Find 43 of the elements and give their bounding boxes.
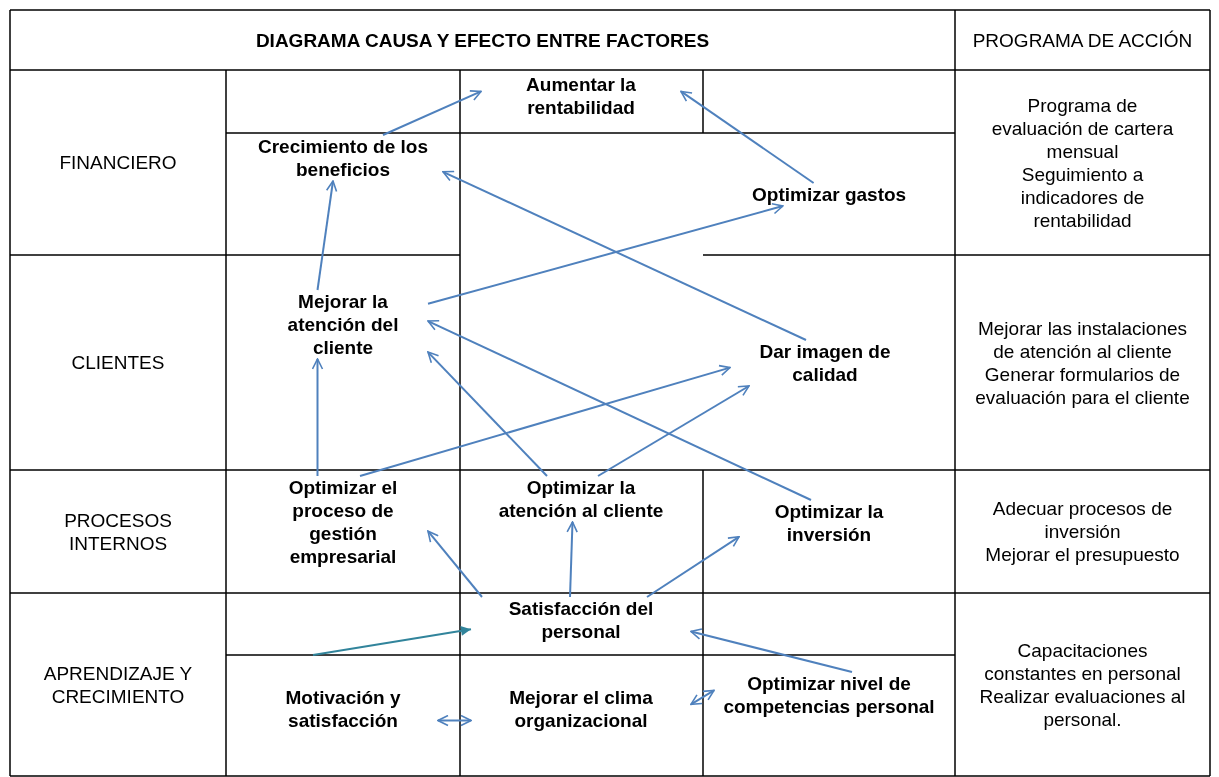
arrow: [566, 521, 578, 598]
objective-text: Optimizar la inversión: [739, 500, 919, 546]
objective-text: Dar imagen de calidad: [730, 340, 920, 386]
arrow: [312, 625, 472, 656]
arrow: [427, 351, 548, 477]
arrow: [427, 530, 483, 598]
table-text: FINANCIERO: [59, 151, 177, 174]
arrow: [680, 90, 815, 184]
arrow: [437, 714, 472, 727]
objective-text: Mejorar el clima organizacional: [471, 686, 691, 732]
arrow: [646, 535, 740, 598]
table-text: Mejorar el presupuesto: [985, 543, 1180, 566]
table-heading: DIAGRAMA CAUSA Y EFECTO ENTRE FACTORES: [255, 28, 710, 52]
arrow: [690, 628, 853, 673]
arrow: [597, 385, 750, 477]
table-text: Programa de evaluación de cartera mensual: [990, 93, 1175, 163]
objective-text: Optimizar el proceso de gestión empresarial: [258, 476, 428, 568]
table-text: Adecuar procesos de inversión: [991, 497, 1174, 543]
arrow: [359, 364, 731, 477]
arrow: [427, 319, 812, 501]
arrow: [427, 203, 784, 305]
objective-text: Motivación y satisfacción: [248, 686, 438, 732]
table-text: Generar formularios de evaluación para el cliente: [975, 362, 1190, 409]
table-text: PROCESOS INTERNOS: [63, 508, 173, 555]
objective-text: Optimizar nivel de competencias personal: [714, 672, 944, 718]
objective-text: Aumentar la rentabilidad: [481, 73, 681, 119]
table-text: Seguimiento a indicadores de rentabilidad: [1019, 162, 1146, 232]
arrow: [316, 180, 338, 291]
table-text: PROGRAMA DE ACCIÓN: [972, 28, 1193, 52]
arrow: [442, 170, 807, 341]
table-text: Mejorar las instalaciones de atención al cliente: [976, 316, 1189, 363]
table-text: APRENDIZAJE Y CRECIMIENTO: [43, 661, 193, 708]
table-text: CLIENTES: [71, 351, 165, 374]
objective-text: Satisfacción del personal: [471, 597, 691, 643]
arrow: [690, 689, 715, 706]
objective-text: Optimizar la atención al cliente: [496, 476, 666, 522]
objective-text: Optimizar gastos: [752, 183, 907, 206]
objective-text: Crecimiento de los beneficios: [243, 135, 443, 181]
objective-text: Mejorar la atención del cliente: [258, 290, 428, 359]
arrow: [311, 358, 324, 477]
arrow: [382, 90, 482, 136]
table-text: Capacitaciones constantes en personal: [983, 638, 1182, 685]
table-text: Realizar evaluaciones al personal.: [978, 684, 1187, 731]
